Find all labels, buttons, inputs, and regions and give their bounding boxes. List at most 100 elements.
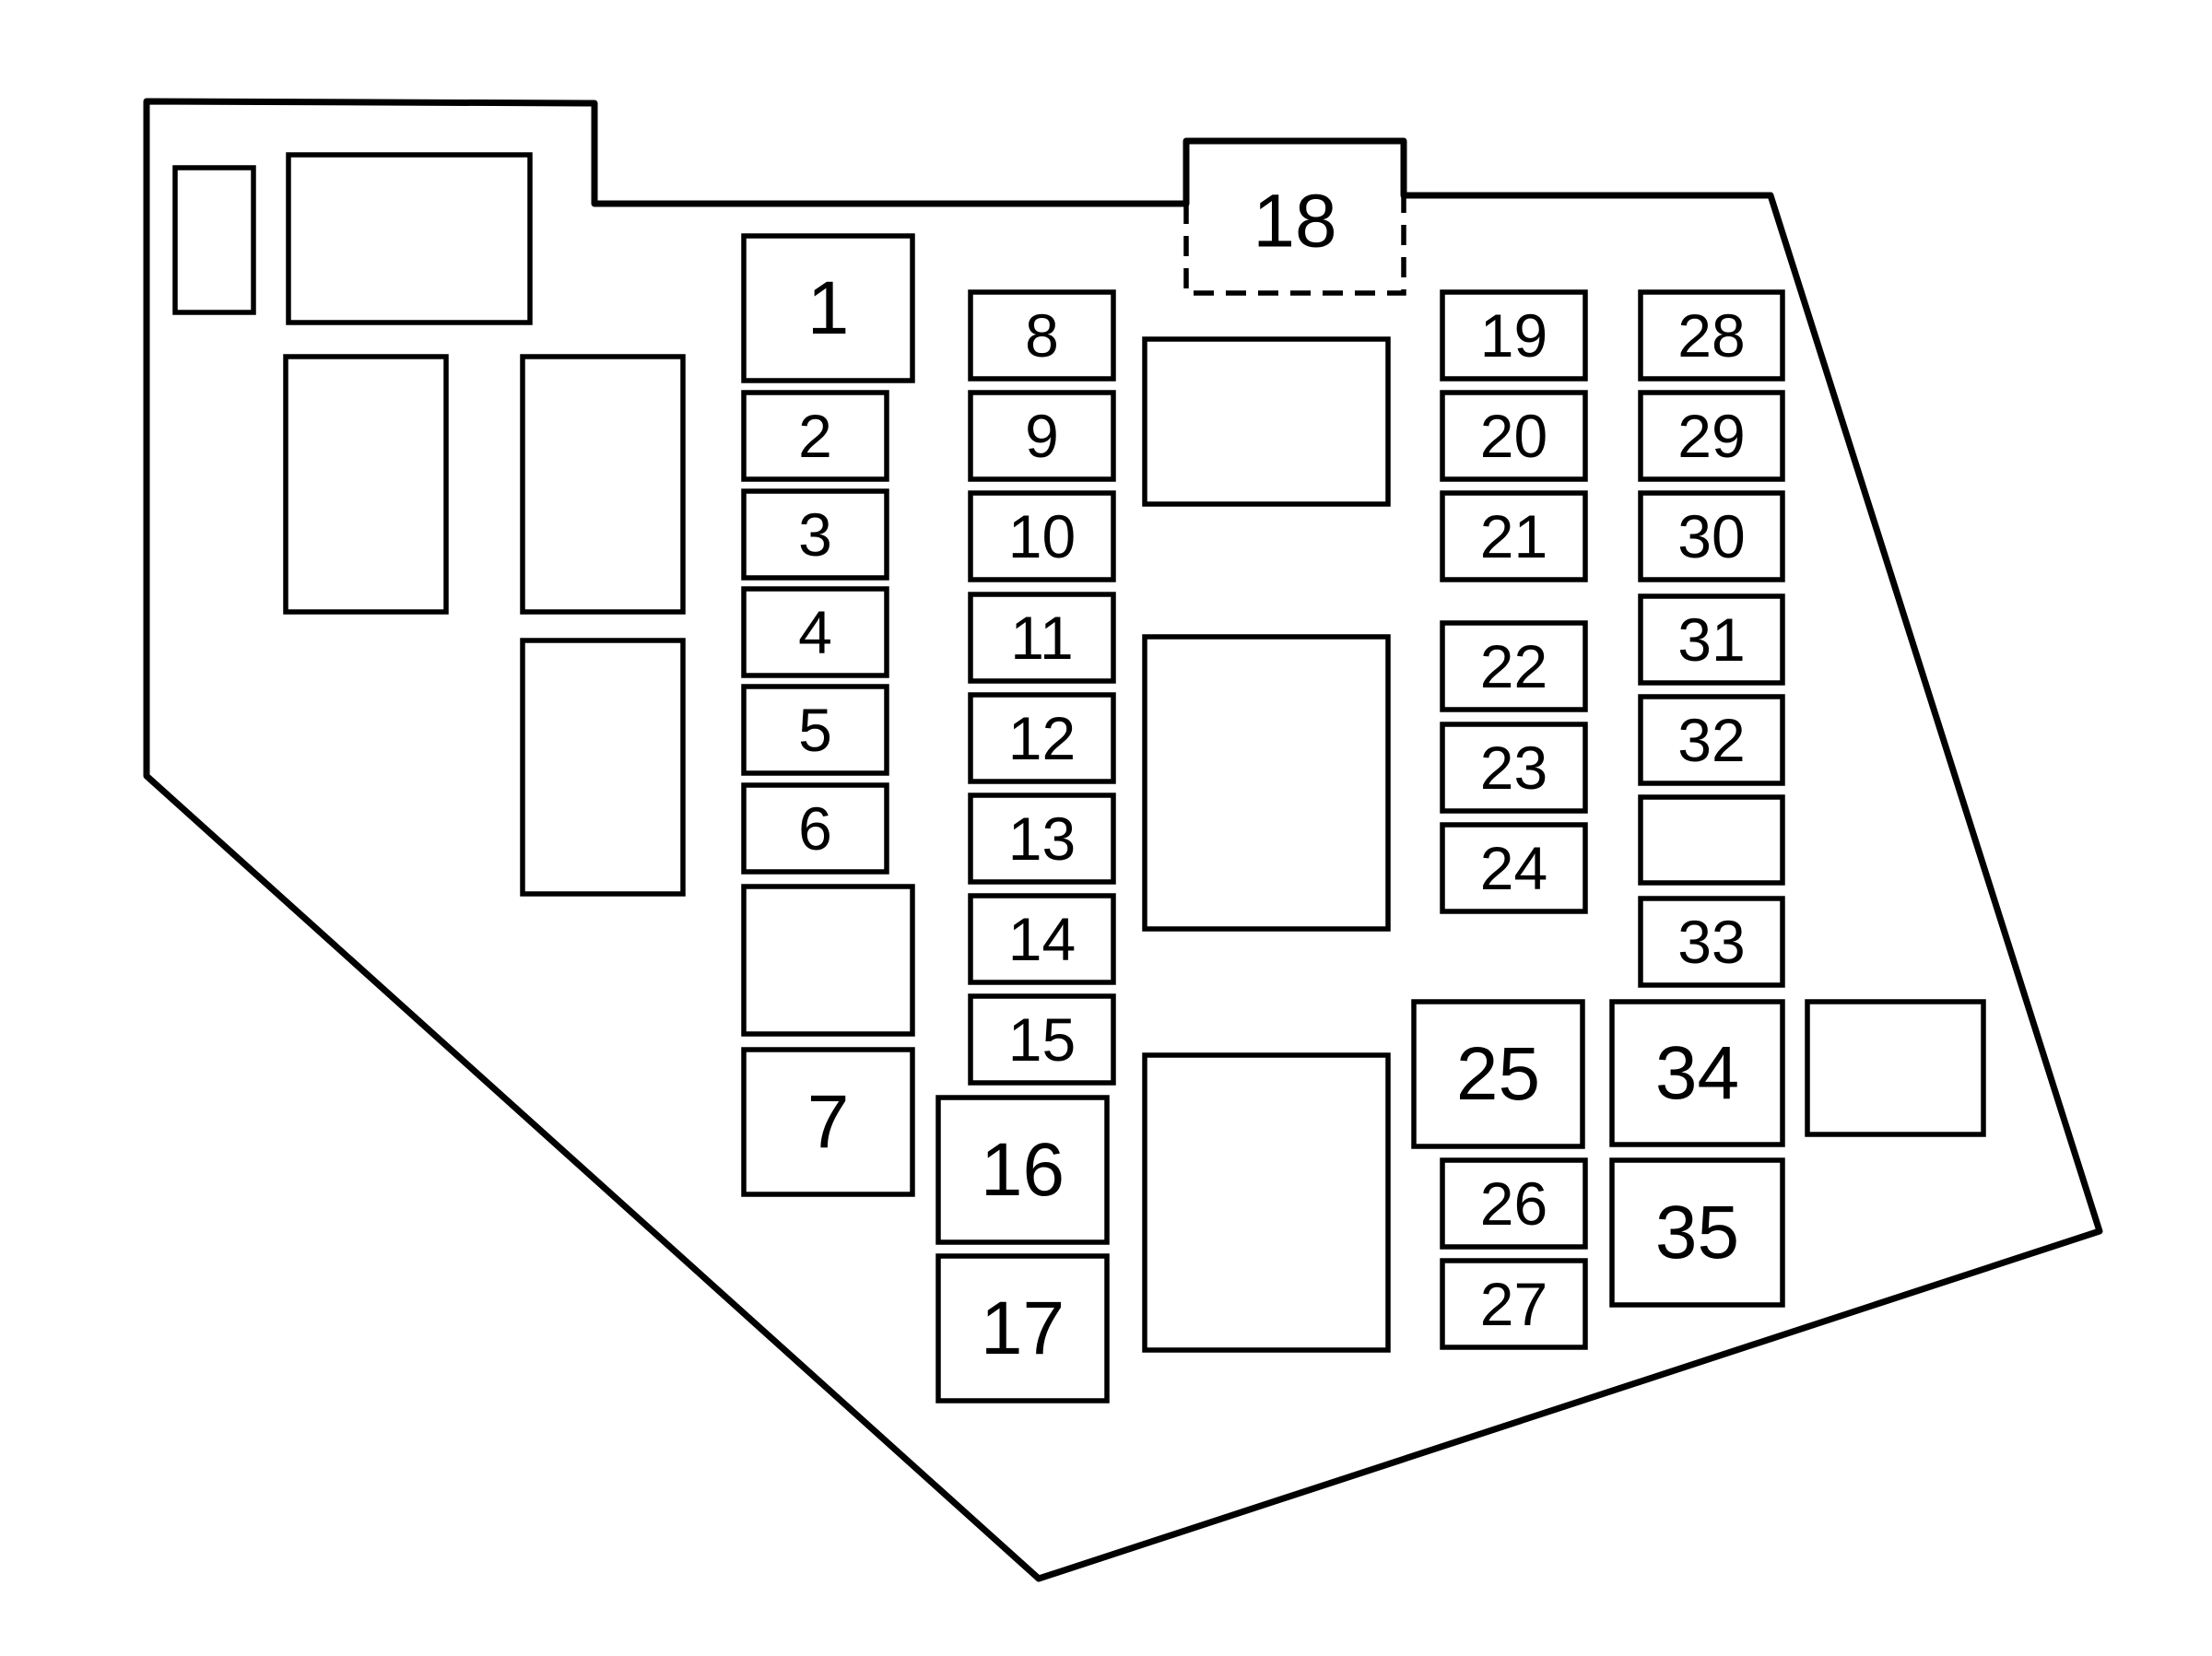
fuse-13: 13 [968, 793, 1116, 885]
fuse-17: 17 [935, 1253, 1110, 1403]
fuse-33-label: 33 [1677, 908, 1745, 976]
fuse-11-label: 11 [1010, 604, 1074, 672]
blank-slot-right [1805, 999, 1986, 1137]
fuse-16: 16 [935, 1095, 1110, 1245]
fuse-10-label: 10 [1008, 502, 1076, 570]
fuse-23: 23 [1440, 722, 1588, 814]
fuse-11-box [968, 592, 1116, 684]
fuse-19: 19 [1440, 289, 1588, 382]
fuse-18: 18 [1253, 180, 1336, 264]
fuse-20: 20 [1440, 390, 1588, 482]
fuse-28-label: 28 [1677, 301, 1745, 370]
fuse-23-label: 23 [1480, 734, 1547, 802]
fuse-35: 35 [1609, 1157, 1785, 1308]
fuse-27-box [1440, 1258, 1588, 1350]
fuse-11: 11 [968, 592, 1116, 684]
fuse-30-box [1638, 490, 1785, 582]
fuse-21-label: 21 [1480, 502, 1547, 570]
fuse-29: 29 [1638, 390, 1785, 482]
fuse-3: 3 [741, 488, 889, 581]
fuse-27-label: 27 [1480, 1270, 1547, 1338]
fuse-28-box [1638, 289, 1785, 382]
fuse-6-label: 6 [798, 794, 832, 863]
blank-slot-top-wide [286, 152, 533, 325]
relay-center-bottom [1142, 1052, 1391, 1353]
fuse-19-label: 19 [1480, 301, 1547, 370]
fuse-14-box [968, 893, 1116, 985]
fuse-22-label: 22 [1480, 632, 1547, 700]
fuse-25: 25 [1411, 999, 1585, 1149]
fuse-22-box [1440, 620, 1588, 712]
fuse-34-label: 34 [1655, 1031, 1739, 1115]
fuse-18-label: 18 [1253, 180, 1336, 264]
fuse-box-outline [143, 98, 2103, 1582]
fuse-30-label: 30 [1677, 502, 1745, 570]
fuse-25-label: 25 [1456, 1032, 1540, 1116]
fuse-4: 4 [741, 586, 889, 678]
fuse-28: 28 [1638, 289, 1785, 382]
fuse-22: 22 [1440, 620, 1588, 712]
fuse-6-box [741, 782, 889, 875]
fuse-4-label: 4 [798, 598, 832, 666]
fuse-32-label: 32 [1677, 706, 1745, 774]
fuse-31-label: 31 [1677, 605, 1745, 674]
fuse-10-box [968, 490, 1116, 582]
fuse-13-box [968, 793, 1116, 885]
fuse-19-box [1440, 289, 1588, 382]
fuse-24-box [1440, 822, 1588, 914]
fuse-34-box [1609, 999, 1785, 1147]
blank-slot-col1 [741, 884, 915, 1037]
fuse-5-label: 5 [798, 696, 832, 764]
fuse-24: 24 [1440, 822, 1588, 914]
fuse-8: 8 [968, 289, 1116, 382]
fuse-7: 7 [741, 1047, 915, 1197]
fuse-32-box [1638, 694, 1785, 786]
blank-slot-small-top-left [172, 165, 256, 315]
fuse-12-box [968, 692, 1116, 784]
relay-center-top [1142, 336, 1391, 507]
fuse-29-label: 29 [1677, 402, 1745, 470]
fuse-18-dashed-outline [1183, 195, 1406, 296]
fuse-20-label: 20 [1480, 402, 1547, 470]
relay-left-3 [520, 638, 686, 897]
fuse-9-label: 9 [1025, 402, 1059, 470]
fuse-2: 2 [741, 390, 889, 482]
fuse-3-label: 3 [798, 500, 832, 569]
fuse-23-box [1440, 722, 1588, 814]
fuse-14: 14 [968, 893, 1116, 985]
fuse-31-box [1638, 593, 1785, 686]
fuse-15: 15 [968, 993, 1116, 1086]
fuse-14-label: 14 [1008, 905, 1076, 973]
fuse-20-box [1440, 390, 1588, 482]
fuse-3-box [741, 488, 889, 581]
fuse-29-box [1638, 390, 1785, 482]
fuse-35-label: 35 [1655, 1191, 1739, 1274]
fuse-7-label: 7 [807, 1080, 850, 1164]
blank-slot-col5 [1638, 794, 1785, 886]
fuse-5-box [741, 684, 889, 776]
relay-left-1 [283, 354, 449, 615]
fuse-15-label: 15 [1008, 1005, 1076, 1074]
fuse-5: 5 [741, 684, 889, 776]
fuse-8-box [968, 289, 1116, 382]
fuse-2-label: 2 [798, 402, 832, 470]
fuse-12: 12 [968, 692, 1116, 784]
fuse-12-label: 12 [1008, 704, 1076, 772]
fuse-16-box [935, 1095, 1110, 1245]
fuse-34: 34 [1609, 999, 1785, 1147]
fuse-24-label: 24 [1480, 834, 1547, 902]
fuse-4-box [741, 586, 889, 678]
fuse-2-box [741, 390, 889, 482]
fuse-33: 33 [1638, 896, 1785, 988]
fuse-35-box [1609, 1157, 1785, 1308]
fuse-9: 9 [968, 390, 1116, 482]
fuse-10: 10 [968, 490, 1116, 582]
fuse-26-label: 26 [1480, 1169, 1547, 1238]
fuse-7-box [741, 1047, 915, 1197]
fuse-1: 1 [741, 233, 915, 383]
fuse-26-box [1440, 1157, 1588, 1250]
fuse-1-label: 1 [807, 266, 850, 350]
relay-left-2 [520, 354, 686, 615]
fuse-9-box [968, 390, 1116, 482]
